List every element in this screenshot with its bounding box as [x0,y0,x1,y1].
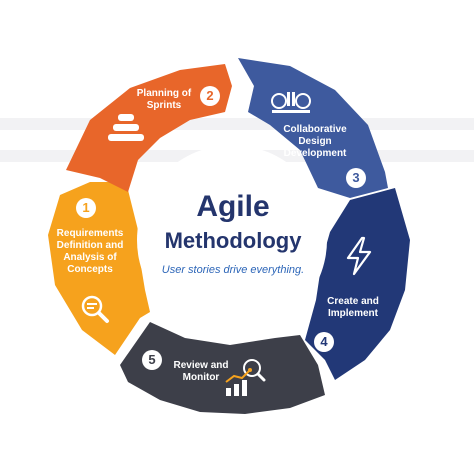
center-subtitle: User stories drive everything. [161,264,305,276]
stage-label-collaborative: Collaborative Design Development [283,124,347,159]
stage-number-5: 5 [142,350,162,370]
analytics-icon [225,359,266,396]
segment-review [120,322,325,414]
segment-create [305,188,410,380]
center-circle [137,145,327,335]
stage-number-3: 3 [346,168,366,188]
segment-requirements [48,182,150,355]
stage-label-create: Create and Implement [327,296,379,319]
segment-planning [66,64,232,192]
lightning-icon [346,236,372,276]
stage-number-4: 4 [314,332,334,352]
center-title-line2: Methodology [164,228,302,253]
stage-label-review: Review and Monitor [173,360,229,383]
stage-label-requirements: Requirements Definition and Analysis of … [56,228,124,275]
stacked-blocks-icon [108,114,144,141]
collaboration-icon [271,92,311,113]
stage-label-planning: Planning of Sprints [136,88,192,111]
magnifier-icon [81,295,109,323]
stage-number-1: 1 [76,198,96,218]
center-title: Agile [196,190,270,223]
stage-number-2: 2 [200,86,220,106]
segment-collaborative [238,58,388,198]
